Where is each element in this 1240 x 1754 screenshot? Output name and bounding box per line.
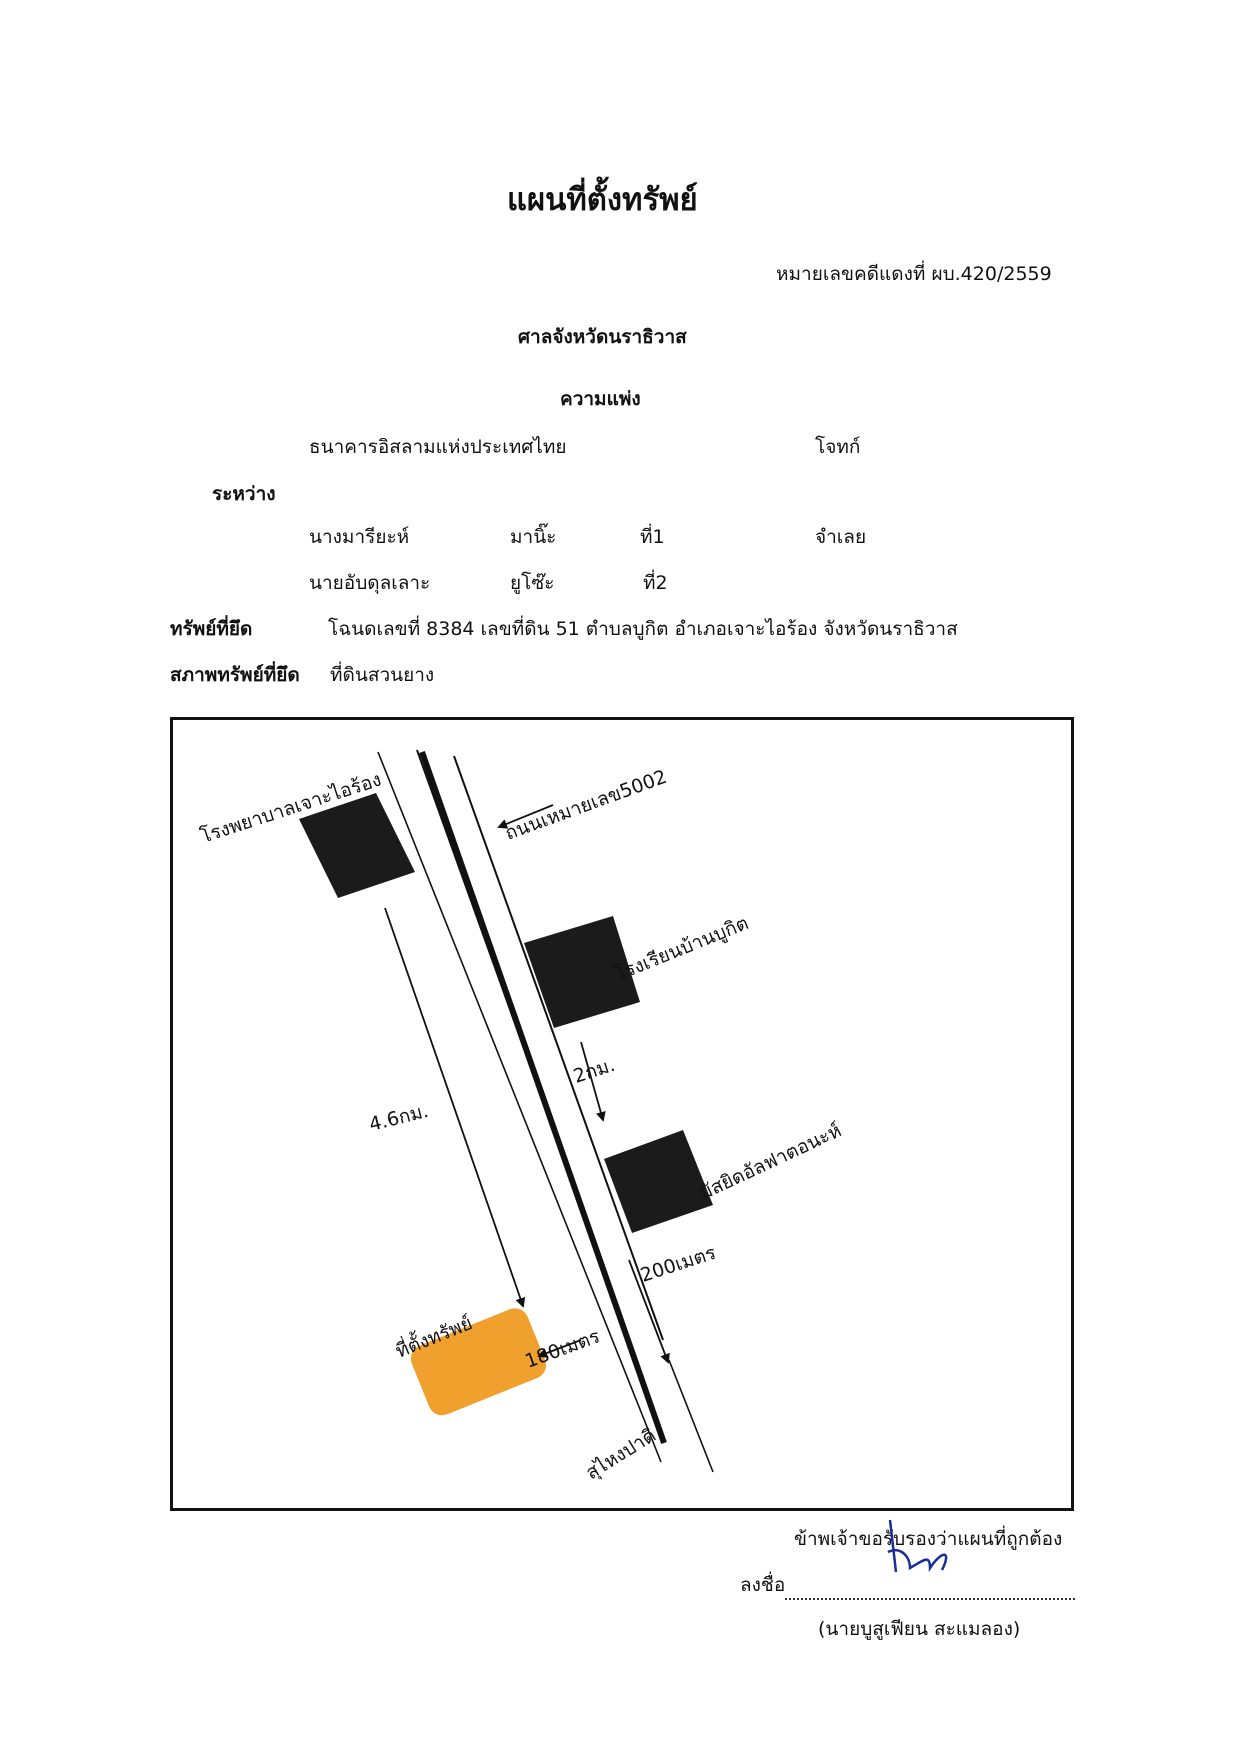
case-number: หมายเลขคดีแดงที่ ผบ.420/2559: [776, 263, 1052, 285]
distance-arrow-4-6km: [384, 907, 526, 1308]
label-road: ถนนเหมายเลข5002: [502, 766, 670, 845]
school-building: [524, 916, 640, 1028]
between-label: ระหว่าง: [212, 483, 276, 505]
seized-property-label: ทรัพย์ที่ยึด: [170, 618, 253, 640]
defendant1-number: ที่1: [640, 526, 665, 548]
sign-label: ลงชื่อ: [740, 1574, 786, 1596]
mosque-building: [604, 1130, 713, 1233]
distance-arrow-180m: [537, 1339, 582, 1358]
map-drawing: โรงพยาบาลเจาะไอร้อง ถนนเหมายเลข5002 โรงเ…: [197, 749, 845, 1485]
label-mosque: มัสยิดอัลฟาตอนะห์: [696, 1119, 845, 1204]
defendant1-first-name: นางมารียะห์: [309, 526, 410, 548]
defendant2-last-name: ยูโซ๊ะ: [510, 572, 555, 594]
location-map: โรงพยาบาลเจาะไอร้อง ถนนเหมายเลข5002 โรงเ…: [170, 717, 1074, 1511]
road-centerline: [419, 751, 667, 1444]
road-right-edge-upper: [453, 755, 664, 1341]
hospital-building: [299, 793, 415, 898]
label-distance-total: 4.6กม.: [367, 1100, 431, 1136]
seized-property-value: โฉนดเลขที่ 8384 เลขที่ดิน 51 ตำบลบูกิต อ…: [328, 618, 958, 640]
distance-arrow-2km: [580, 1041, 606, 1122]
distance-arrow-200m: [628, 1259, 670, 1364]
road-outer-left: [377, 751, 662, 1463]
defendant-role: จำเลย: [815, 526, 867, 548]
plaintiff-name: ธนาคารอิสลามแห่งประเทศไทย: [309, 436, 567, 458]
signature-mark: [887, 1519, 948, 1573]
label-direction: สุไหงปาดี: [582, 1424, 660, 1485]
signature-dotted-line: [785, 1580, 1076, 1600]
label-distance-180m: 180เมตร: [522, 1325, 603, 1372]
document-title: แผนที่ตั้งทรัพย์: [507, 182, 698, 218]
property-condition-value: ที่ดินสวนยาง: [330, 664, 435, 686]
signature-line: ลงชื่อ: [740, 1570, 1076, 1600]
case-type: ความแพ่ง: [560, 388, 641, 410]
certification-statement: ข้าพเจ้าขอรับรองว่าแผนที่ถูกต้อง: [794, 1528, 1063, 1550]
label-school: โรงเรียนบ้านบูกิต: [611, 911, 751, 986]
property-location-marker: [410, 1308, 547, 1416]
label-distance-2km: 2กม.: [571, 1054, 618, 1088]
label-distance-200m: 200เมตร: [638, 1242, 719, 1287]
signer-name: (นายบูสูเฟียน สะแมลอง): [818, 1618, 1021, 1640]
plaintiff-role: โจทก์: [815, 436, 861, 458]
road-outer-right: [668, 1359, 714, 1473]
defendant2-number: ที่2: [643, 572, 668, 594]
court-name: ศาลจังหวัดนราธิวาส: [518, 326, 687, 348]
property-condition-label: สภาพทรัพย์ที่ยึด: [170, 664, 300, 686]
road-pointer-arrow: [497, 804, 554, 829]
defendant2-first-name: นายอับดุลเลาะ: [309, 572, 431, 594]
defendant1-last-name: มานิ๊ะ: [510, 526, 557, 548]
